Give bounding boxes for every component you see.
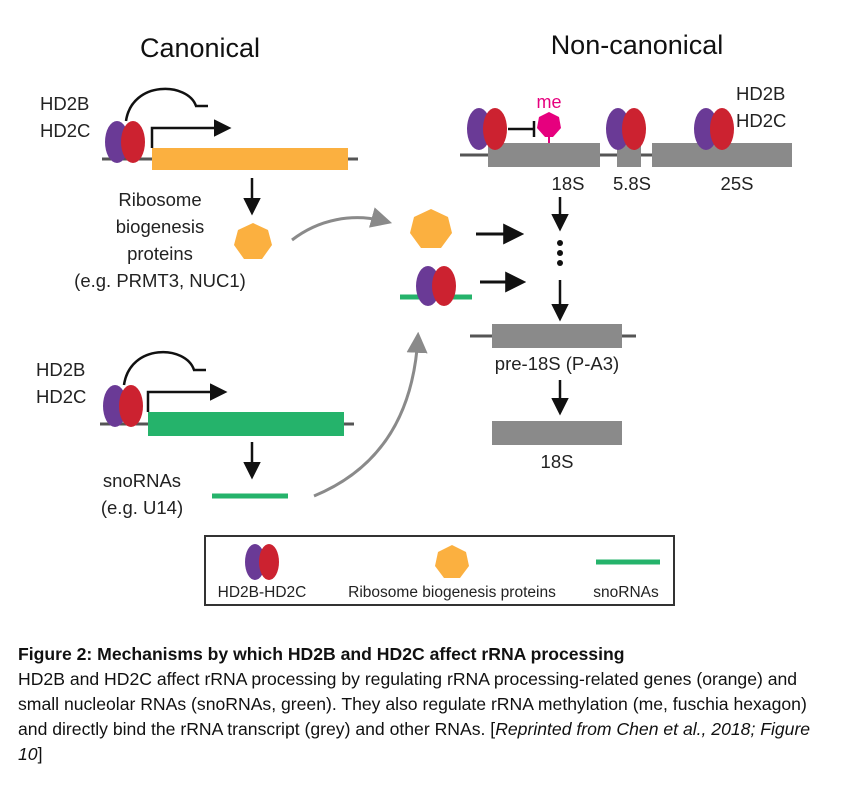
hd2-mechanism-diagram: Canonical Non-canonical HD2B HD2C Riboso… <box>36 30 792 606</box>
rrna-label-25s: 25S <box>721 173 754 194</box>
gene2-label-hd2b: HD2B <box>36 359 85 380</box>
caption-reference: Reprinted from Chen et al., 2018; Figure… <box>18 719 811 764</box>
figure-caption: Figure 2: Mechanisms by which HD2B and H… <box>18 642 838 767</box>
product1-line2: biogenesis <box>116 216 204 237</box>
canonical-gene-1: HD2B HD2C Ribosome biogenesis proteins (… <box>40 87 358 291</box>
middle-protein-icon <box>410 209 452 248</box>
snorna-to-middle-arrow <box>313 331 428 498</box>
gene1-tss-arrow <box>150 119 232 148</box>
noncanonical-group: me HD2B HD2C 18S 5.8S 25S pre-18S (P-A3)… <box>460 83 792 472</box>
gene1-label-hd2c: HD2C <box>40 120 90 141</box>
legend-complex-label: HD2B-HD2C <box>218 584 307 601</box>
caption-body: HD2B and HD2C affect rRNA processing by … <box>18 669 807 739</box>
middle-group <box>400 209 527 306</box>
ellipsis-dot-3 <box>557 260 563 266</box>
nc-label-hd2c: HD2C <box>736 110 786 131</box>
legend-snorna-label: snoRNAs <box>593 584 659 601</box>
gene1-orange-gene <box>152 148 348 170</box>
gene1-label-hd2b: HD2B <box>40 93 89 114</box>
gene2-label-hd2c: HD2C <box>36 386 86 407</box>
gene2-tss-arrow <box>146 383 228 412</box>
caption-end: ] <box>37 744 43 764</box>
gene2-hd2c-oval <box>119 385 143 427</box>
product1-line4: (e.g. PRMT3, NUC1) <box>74 270 246 291</box>
legend-hd2c-oval <box>259 544 279 580</box>
protein-heptagon-icon <box>234 223 272 259</box>
me-label: me <box>536 92 561 112</box>
product2-line2: (e.g. U14) <box>101 497 183 518</box>
final-18s-block <box>492 421 622 445</box>
nc-hd2c-oval-3 <box>710 108 734 150</box>
legend-proteins-label: Ribosome biogenesis proteins <box>348 584 556 601</box>
legend-box: HD2B-HD2C Ribosome biogenesis proteins s… <box>204 535 675 606</box>
legend-protein-icon <box>435 545 469 578</box>
product1-line3: proteins <box>127 243 193 264</box>
product2-line1: snoRNAs <box>103 470 181 491</box>
ellipsis-dot-2 <box>557 250 563 256</box>
nc-hd2c-oval-1 <box>483 108 507 150</box>
nc-hd2c-oval-2 <box>622 108 646 150</box>
pre18s-label: pre-18S (P-A3) <box>495 353 619 374</box>
noncanonical-header: Non-canonical <box>551 30 724 60</box>
caption-title: Figure 2: Mechanisms by which HD2B and H… <box>18 644 625 664</box>
rrna-18s-block <box>488 143 600 167</box>
pre18s-block <box>492 324 622 348</box>
nc-label-hd2b: HD2B <box>736 83 785 104</box>
product1-line1: Ribosome <box>118 189 201 210</box>
final-18s-label: 18S <box>541 451 574 472</box>
middle-hd2c-oval <box>432 266 456 306</box>
methyl-hexagon-icon <box>537 112 561 137</box>
gene1-hd2c-oval <box>121 121 145 163</box>
gene1-repression-arc <box>124 87 198 122</box>
canonical-header: Canonical <box>140 33 260 63</box>
ellipsis-dot-1 <box>557 240 563 246</box>
legend-hd2b-oval <box>245 544 265 580</box>
canonical-gene-2: HD2B HD2C snoRNAs (e.g. U14) <box>36 350 354 518</box>
rrna-label-18s: 18S <box>552 173 585 194</box>
gene2-green-gene <box>148 412 344 436</box>
protein-to-middle-arrow <box>291 207 393 242</box>
gene2-repression-arc <box>122 350 196 386</box>
rrna-label-5-8s: 5.8S <box>613 173 651 194</box>
